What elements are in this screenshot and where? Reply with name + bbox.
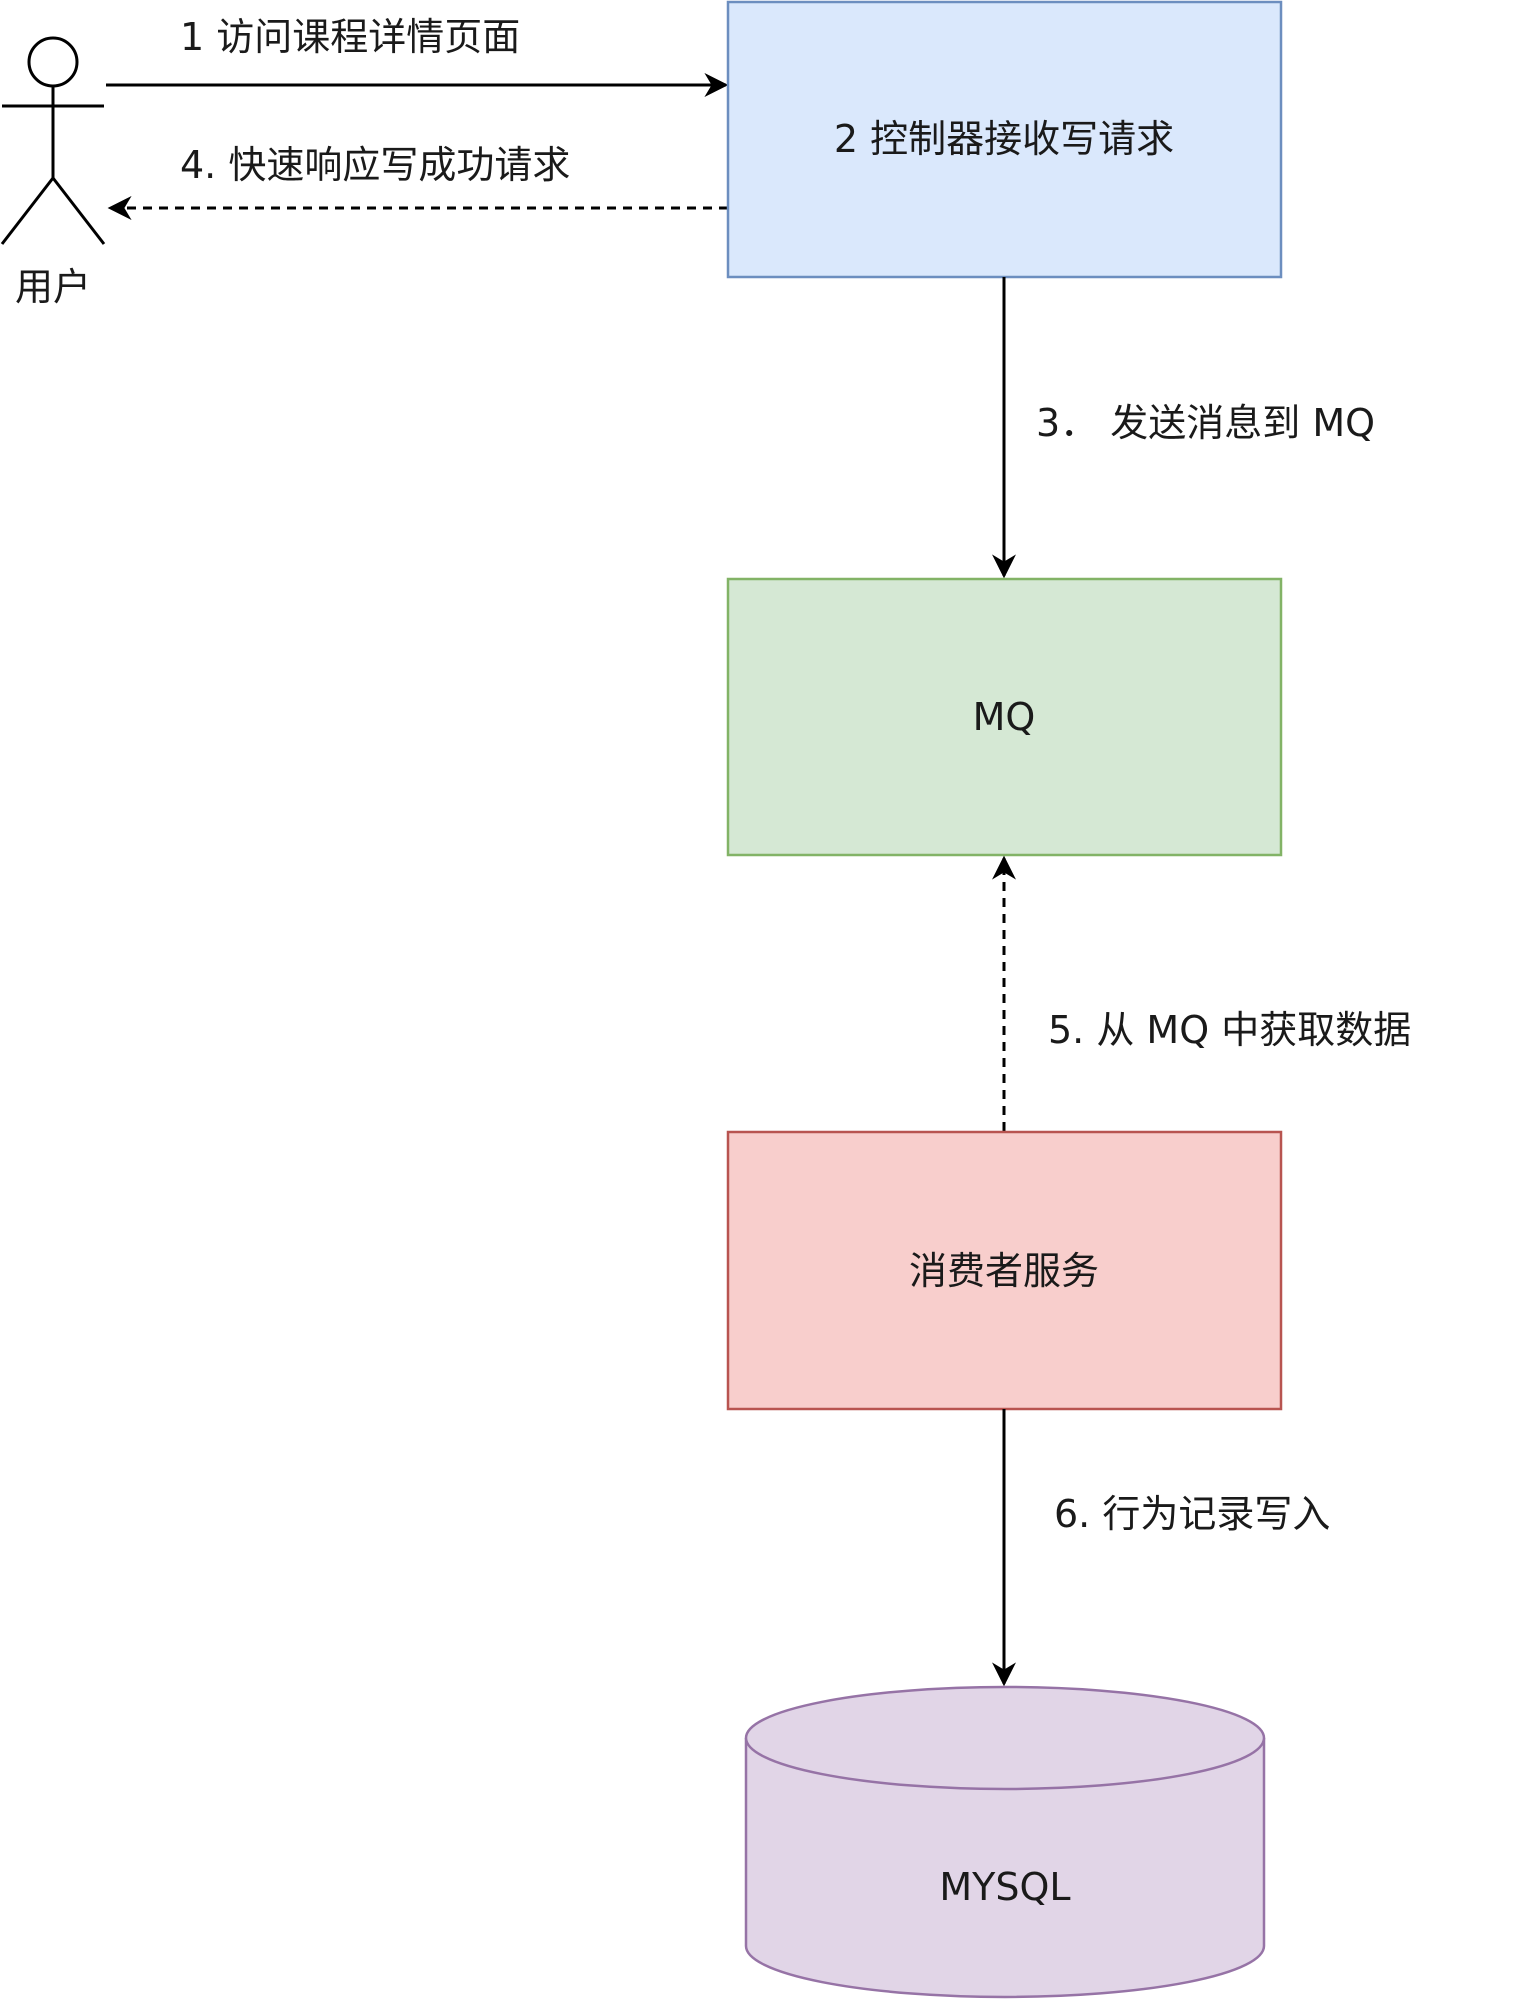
user-actor-leg-right <box>51 177 106 245</box>
edge-fetch-label: 5. 从 MQ 中获取数据 <box>1048 1008 1411 1052</box>
user-actor-leg-left <box>0 177 55 245</box>
node-controller: 2 控制器接收写请求 <box>726 0 1283 279</box>
node-mysql: MYSQL <box>744 1685 1266 1999</box>
edge-send: 3． 发送消息到 MQ <box>992 277 1375 579</box>
node-mysql-label: MYSQL <box>939 1865 1070 1909</box>
edge-visit-label: 1 访问课程详情页面 <box>180 15 520 59</box>
user-actor-label: 用户 <box>15 265 91 309</box>
edge-respond: 4. 快速响应写成功请求 <box>107 143 728 220</box>
edge-respond-label: 4. 快速响应写成功请求 <box>180 143 570 187</box>
edge-write-label: 6. 行为记录写入 <box>1054 1492 1330 1536</box>
node-mysql-top <box>744 1685 1266 1791</box>
node-controller-label: 2 控制器接收写请求 <box>834 117 1174 161</box>
edge-send-label: 3． 发送消息到 MQ <box>1036 401 1375 445</box>
user-actor: 用户 <box>0 36 106 309</box>
node-consumer-label: 消费者服务 <box>909 1249 1099 1293</box>
edge-write: 6. 行为记录写入 <box>992 1409 1330 1687</box>
edge-fetch: 5. 从 MQ 中获取数据 <box>992 855 1411 1131</box>
node-mysql-body <box>744 1738 1266 1999</box>
edge-visit: 1 访问课程详情页面 <box>106 15 729 97</box>
user-actor-head <box>27 36 79 88</box>
node-mq-label: MQ <box>973 695 1036 739</box>
node-mq-box <box>726 577 1283 857</box>
node-controller-box <box>726 0 1283 279</box>
node-mq: MQ <box>726 577 1283 857</box>
node-consumer: 消费者服务 <box>726 1130 1283 1411</box>
node-consumer-box <box>726 1130 1283 1411</box>
